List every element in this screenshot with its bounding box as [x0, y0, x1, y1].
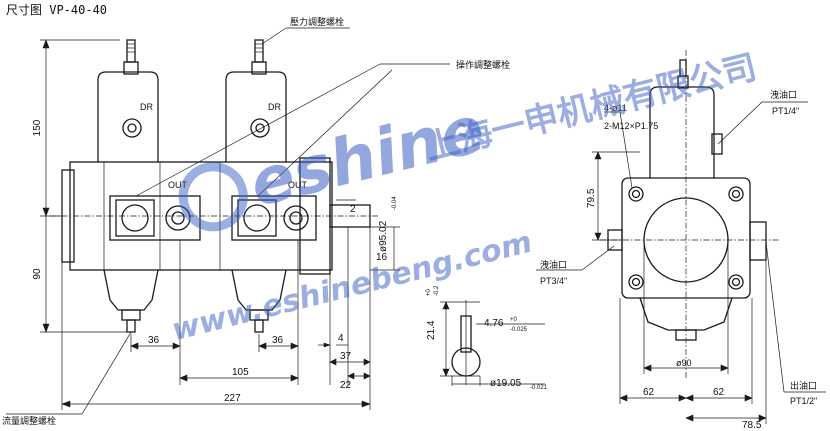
dim-key-width-tol-lower: -0.025 [510, 327, 528, 333]
dim-78-5: 78.5 [742, 420, 762, 431]
front-view: DR DR OUT OUT [2, 16, 510, 427]
watermark-logo-icon [178, 162, 248, 232]
callout-stroke-adjust: 操作調整螺栓 [456, 59, 510, 71]
dim-105: 105 [232, 367, 249, 378]
drawing-title: 尺寸图 VP-40-40 [6, 3, 107, 17]
callout-flow-adjust: 流量調整螺栓 [2, 415, 56, 427]
dim-37: 37 [340, 351, 352, 362]
watermark: eshine 上海一申机械有限公司 www.eshinebeng.com [168, 47, 760, 348]
side-view: 79.5 4-ø11 2-M12×P1.75 洩油口 PT1/4" 洩油口 PT… [536, 50, 826, 431]
dim-22: 22 [340, 380, 352, 391]
dim-90: 90 [32, 268, 43, 280]
dim-227: 227 [224, 393, 241, 404]
dim-16: 16 [376, 252, 388, 263]
callout-drain-side-thread: PT3/4" [540, 276, 567, 286]
left-pressure-screw [126, 39, 136, 63]
side-head [649, 86, 715, 178]
dim-36-right: 36 [272, 335, 284, 346]
dim-62-left: 62 [643, 387, 655, 398]
callout-drain-side: 洩油口 [540, 259, 567, 271]
dim-2: 2 [350, 204, 356, 215]
callout-thread: 2-M12×P1.75 [604, 121, 658, 131]
left-out-flange [109, 195, 201, 241]
callout-outlet-thread: PT1/2" [790, 396, 817, 406]
left-regulator-head [97, 71, 159, 162]
left-out-label: OUT [168, 180, 188, 190]
watermark-url: www.eshinebeng.com [168, 225, 535, 348]
dim-36-left: 36 [148, 335, 160, 346]
right-dr-port [250, 118, 270, 138]
left-dr-label: DR [140, 102, 153, 112]
side-lower-head [639, 297, 733, 331]
dim-pilot-dia: ø90 [676, 358, 692, 368]
side-outlet-boss [749, 221, 767, 261]
left-lower-head [103, 269, 159, 311]
dim-key-height-tol-upper: +0 [426, 288, 432, 296]
right-flow-screw [254, 319, 264, 333]
dim-150: 150 [32, 119, 43, 136]
right-pressure-screw [254, 39, 264, 63]
callout-drain-top: 洩油口 [770, 89, 797, 101]
dim-shaft-dia-tol: -0.04 [392, 196, 398, 210]
right-regulator-head [225, 71, 287, 162]
dim-4: 4 [338, 333, 344, 344]
callout-pressure-adjust: 壓力調整螺栓 [290, 16, 344, 28]
dim-key-height: 21.4 [426, 320, 437, 340]
right-dr-label: DR [268, 102, 281, 112]
dim-62-right: 62 [713, 387, 725, 398]
callout-holes: 4-ø11 [604, 103, 627, 113]
callout-drain-top-thread: PT1/4" [772, 106, 799, 116]
dim-shaft-dia: ø95.02 [378, 220, 389, 252]
dim-key-width-tol-upper: +0 [510, 317, 518, 323]
dim-shaft-small-tol: -0.021 [530, 385, 548, 391]
dim-shaft-small-dia: ø19.05 [490, 378, 522, 389]
side-adjust-screw [679, 59, 687, 77]
left-flow-screw [126, 319, 136, 333]
dim-key-height-tol-lower: -0.2 [434, 285, 440, 296]
left-dr-port [122, 118, 142, 138]
dim-79-5: 79.5 [586, 188, 597, 208]
callout-outlet: 出油口 [790, 380, 817, 392]
right-out-label: OUT [288, 180, 308, 190]
shaft-detail: 21.4 +0 -0.2 4.76 +0 -0.025 ø19.05 -0.02… [426, 285, 548, 391]
dim-key-width: 4.76 [484, 318, 504, 329]
